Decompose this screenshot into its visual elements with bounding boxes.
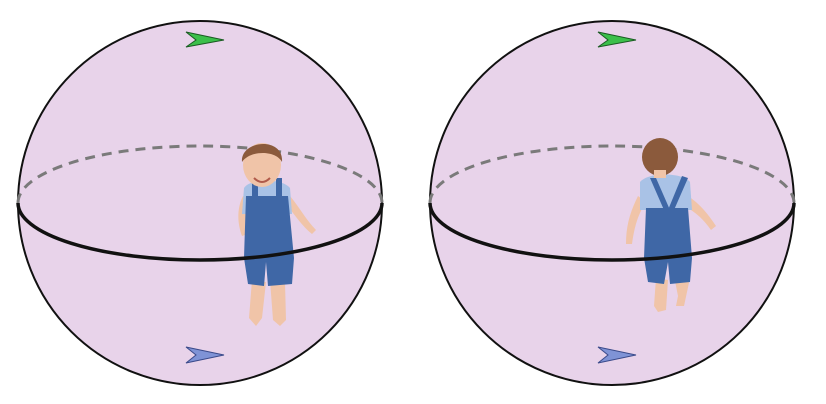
- right-child-strap-right: [668, 176, 688, 210]
- blue-arrowhead-icon: [597, 346, 637, 364]
- left-sphere-group: [16, 20, 384, 386]
- left-child-strap-left: [252, 178, 258, 200]
- right-child-right-arm: [684, 196, 716, 230]
- right-equator-front: [428, 202, 796, 262]
- left-child-hair: [241, 143, 283, 162]
- left-sphere-body: [17, 20, 383, 386]
- left-child-overalls: [244, 196, 294, 286]
- green-arrowhead-icon: [185, 31, 225, 48]
- left-child-front-view: [238, 143, 316, 326]
- right-sphere-group: [428, 20, 796, 386]
- left-child-smile: [253, 177, 271, 183]
- right-child-hair: [642, 138, 678, 176]
- right-equator-back: [428, 144, 796, 204]
- right-child-back-view: [626, 138, 716, 312]
- green-arrowhead-icon: [597, 31, 637, 48]
- right-child-neck: [654, 170, 666, 178]
- right-child-strap-left: [650, 178, 670, 210]
- right-child-overalls: [644, 208, 692, 284]
- left-child-left-leg: [249, 280, 266, 326]
- right-child-left-leg: [654, 278, 668, 312]
- left-equator-back: [16, 144, 384, 204]
- left-child-strap-right: [276, 178, 282, 200]
- left-child-right-leg: [270, 280, 286, 326]
- right-sphere-body: [429, 20, 795, 386]
- right-child-right-leg: [674, 276, 690, 306]
- left-child-right-arm: [286, 196, 316, 234]
- blue-arrowhead-icon: [185, 346, 225, 364]
- left-equator-front: [16, 202, 384, 262]
